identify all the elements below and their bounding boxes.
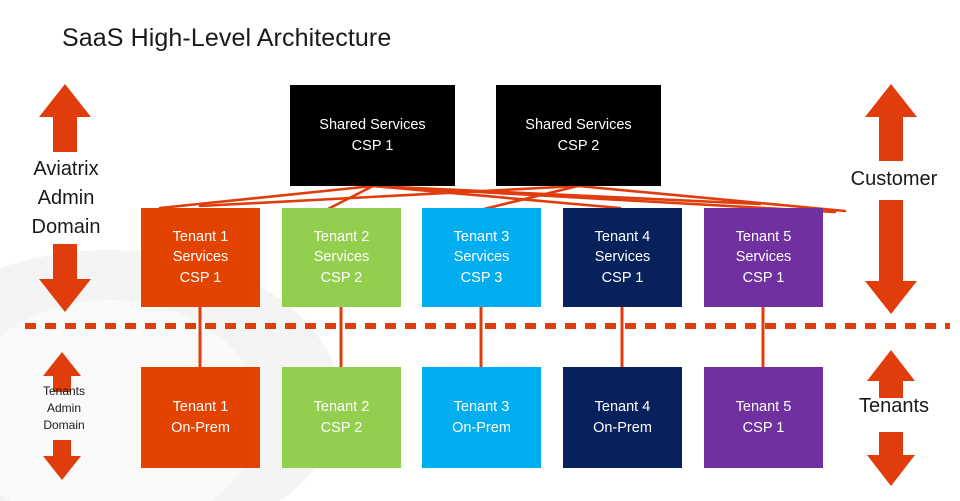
shared-services-csp-2-line1: Shared Services xyxy=(525,116,632,133)
tenant-3-services-box[interactable]: Tenant 3 Services CSP 3 xyxy=(422,208,541,307)
shared-services-csp-2-box[interactable]: Shared Services CSP 2 xyxy=(496,85,661,186)
tenants-domain-label: Tenants xyxy=(858,395,930,417)
customer-down-arrow xyxy=(865,200,917,314)
tenant-5-services-line2: Services xyxy=(735,249,792,266)
tenants-up-arrow xyxy=(867,350,915,398)
tenant-2-services-box[interactable]: Tenant 2 Services CSP 2 xyxy=(282,208,401,307)
aviatrix-domain-up-arrow xyxy=(39,84,91,152)
tenant-3-location-line2: On-Prem xyxy=(452,419,511,436)
link-shared1-to-tenant3 xyxy=(371,184,622,210)
tenant-5-location-line1: Tenant 5 xyxy=(735,398,792,415)
tenant-3-services-line3: CSP 3 xyxy=(460,269,503,286)
tenant-1-services-line3: CSP 1 xyxy=(179,269,222,286)
shared-services-csp-2-line2: CSP 2 xyxy=(557,137,600,154)
link-shared1-to-tenant1 xyxy=(158,184,375,210)
tenant-1-services-line1: Tenant 1 xyxy=(172,228,229,245)
aviatrix-admin-domain-line1: Aviatrix xyxy=(33,158,99,180)
tenant-4-services-line1: Tenant 4 xyxy=(594,228,651,245)
shared-services-csp-1-line2: CSP 1 xyxy=(351,137,394,154)
tenants-admin-domain-up-arrow xyxy=(43,352,81,392)
tenants-admin-domain-line3: Domain xyxy=(43,417,85,432)
tenant-5-services-box[interactable]: Tenant 5 Services CSP 1 xyxy=(704,208,823,307)
tenant-1-location-line1: Tenant 1 xyxy=(172,398,229,415)
tenant-2-location-box[interactable]: Tenant 2 CSP 2 xyxy=(282,367,401,468)
shared-services-csp-1-line1: Shared Services xyxy=(319,116,426,133)
tenants-admin-domain-down-arrow xyxy=(43,440,81,480)
tenants-admin-domain-line2: Admin xyxy=(46,400,81,415)
tenants-down-arrow xyxy=(867,432,915,486)
customer-up-arrow xyxy=(865,84,917,161)
tenant-5-services-line3: CSP 1 xyxy=(742,269,785,286)
tenant-4-location-line2: On-Prem xyxy=(593,419,652,436)
tenant-2-location-line1: Tenant 2 xyxy=(313,398,370,415)
tenants-admin-domain-line1: Tenants xyxy=(42,384,86,398)
customer-domain-label: Customer xyxy=(850,168,938,190)
tenant-1-location-line2: On-Prem xyxy=(171,419,230,436)
tenant-3-location-line1: Tenant 3 xyxy=(453,398,510,415)
aviatrix-admin-domain-label: Aviatrix Admin Domain xyxy=(0,155,132,242)
tenant-2-services-line2: Services xyxy=(313,249,370,266)
tenant-3-services-line1: Tenant 3 xyxy=(453,228,510,245)
tenant-5-services-line1: Tenant 5 xyxy=(735,228,792,245)
tenant-2-services-line1: Tenant 2 xyxy=(313,228,370,245)
tenant-5-location-box[interactable]: Tenant 5 CSP 1 xyxy=(704,367,823,468)
link-shared2-to-tenant1 xyxy=(198,184,580,208)
link-shared2-to-tenant5 xyxy=(576,184,847,213)
tenant-3-services-line2: Services xyxy=(453,249,510,266)
tenants-admin-domain-label: Tenants Admin Domain xyxy=(8,383,120,433)
aviatrix-admin-domain-line3: Domain xyxy=(31,216,101,238)
tenant-1-services-box[interactable]: Tenant 1 Services CSP 1 xyxy=(141,208,260,307)
tenant-4-services-box[interactable]: Tenant 4 Services CSP 1 xyxy=(563,208,682,307)
shared-services-csp-1-box[interactable]: Shared Services CSP 1 xyxy=(290,85,455,186)
tenant-2-services-line3: CSP 2 xyxy=(320,269,363,286)
tenant-1-services-line2: Services xyxy=(172,249,229,266)
tenant-5-location-line2: CSP 1 xyxy=(742,419,785,436)
aviatrix-domain-down-arrow xyxy=(39,244,91,312)
tenant-4-services-line3: CSP 1 xyxy=(601,269,644,286)
tenant-2-location-line2: CSP 2 xyxy=(320,419,363,436)
tenant-3-location-box[interactable]: Tenant 3 On-Prem xyxy=(422,367,541,468)
tenant-4-location-line1: Tenant 4 xyxy=(594,398,651,415)
tenant-4-location-box[interactable]: Tenant 4 On-Prem xyxy=(563,367,682,468)
aviatrix-admin-domain-line2: Admin xyxy=(37,187,95,209)
tenant-1-location-box[interactable]: Tenant 1 On-Prem xyxy=(141,367,260,468)
tenant-4-services-line2: Services xyxy=(594,249,651,266)
page-title: SaaS High-Level Architecture xyxy=(62,24,392,52)
link-shared1-to-tenant5 xyxy=(371,184,837,214)
link-shared2-to-tenant3 xyxy=(478,184,580,212)
